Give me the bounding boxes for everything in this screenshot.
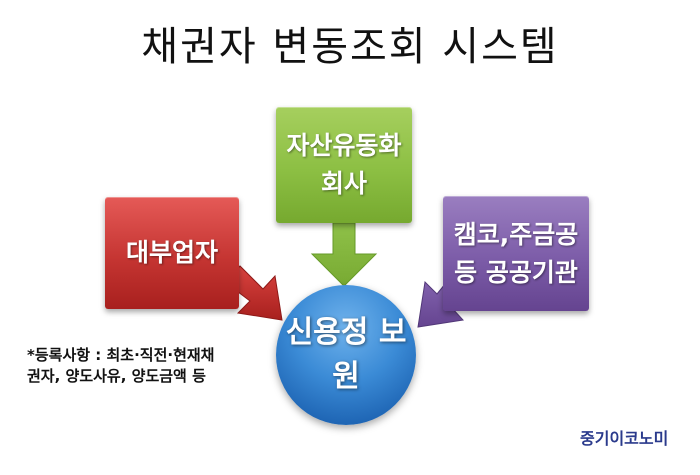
abs-label-line-1: 자산유동화 [286, 131, 402, 160]
arrow-lender-to-center [224, 265, 283, 321]
diagram-title: 채권자 변동조회 시스템 [141, 24, 559, 70]
center-label-line-2: 보원 [332, 315, 407, 394]
credit-info-center-circle: 신용정 보원 [276, 285, 416, 425]
public-institution-box: 캠코,주금공 등 공공기관 [443, 196, 589, 311]
abs-company-box: 자산유동화 회사 [276, 107, 412, 223]
publisher-logo: 중기이코노미 [580, 429, 669, 448]
kamco-label-line-2: 등 공공기관 [454, 257, 578, 287]
note-line-1: *등록사항 : 최초·직전·현재채 [27, 346, 215, 364]
lender-label-line-1: 대부업자 [125, 238, 218, 267]
arrow-abs-to-center [310, 222, 378, 287]
abs-label-line-2: 회사 [320, 169, 367, 198]
note-line-2: 권자, 양도사유, 양도금액 등 [27, 367, 206, 385]
kamco-label-line-1: 캠코,주금공 [453, 219, 579, 249]
lender-box: 대부업자 [105, 197, 239, 309]
registration-note: *등록사항 : 최초·직전·현재채 권자, 양도사유, 양도금액 등 [27, 345, 267, 387]
center-label-line-1: 신용정 [285, 315, 369, 350]
